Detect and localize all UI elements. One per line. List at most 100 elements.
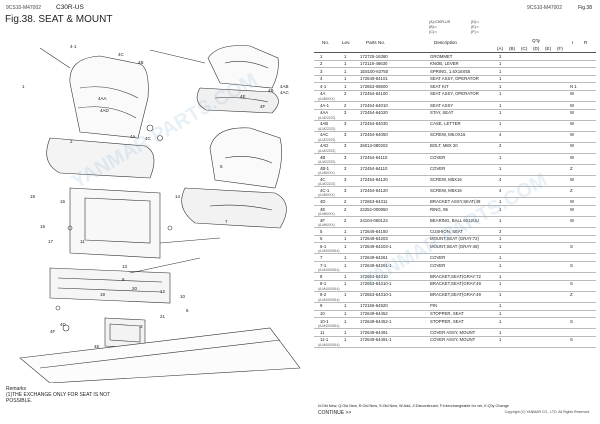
serial-note: (A-M6XXX): [318, 96, 335, 101]
cell-no: 4C-1: [320, 187, 330, 193]
cell-i: S: [570, 281, 573, 287]
mount-frame: [69, 187, 161, 259]
callout-label: 15: [40, 224, 46, 229]
serial-note: (A-M22222): [318, 126, 336, 131]
cell-no: 2: [320, 61, 323, 67]
cell-no: 5: [320, 228, 323, 234]
col-qe: (E): [545, 46, 552, 51]
cell-desc: COVER ASSY, MOUNT: [430, 337, 476, 343]
cell-qty: 1: [499, 91, 502, 97]
cell-qty: 1: [499, 281, 502, 287]
cell-lev: 3: [344, 165, 347, 171]
cell-desc: MOUNT,SEAT (GRAY:48): [430, 243, 479, 249]
callout-label: 2: [70, 139, 73, 144]
cell-part: 172454-64120: [360, 176, 388, 182]
callout-label: 14: [175, 194, 181, 199]
cell-desc: MOUNT,SEAT (GRAY:72): [430, 236, 479, 242]
callout-label: 21: [160, 314, 166, 319]
cell-lev: 1: [344, 68, 347, 74]
cell-desc: SCREW, M6.0X16: [430, 132, 466, 138]
cell-part: 172454-64030: [360, 121, 388, 127]
cell-part: 172454-64050: [360, 132, 388, 138]
cell-desc: SCREW, M5X16: [430, 176, 462, 182]
serial-note: (A-M4X00514): [318, 324, 340, 329]
callout-label: 4AC: [280, 90, 290, 95]
cell-qty: 1: [499, 262, 502, 268]
cell-lev: 3: [344, 132, 347, 138]
seat-right-back: [209, 127, 282, 189]
callout-label: 10: [180, 294, 186, 299]
cell-part: 172454-64110: [360, 165, 388, 171]
cell-part: 172649-64101: [360, 76, 388, 82]
callout-label: 4AD: [100, 108, 110, 113]
cell-no: 6: [320, 236, 323, 242]
cell-lev: 3: [344, 154, 347, 160]
legend-col-2: (D):= (E):= (F):=: [471, 20, 479, 35]
cell-part: 172156-64920: [360, 303, 388, 309]
cell-i: S: [570, 243, 573, 249]
cell-part: 24104-060124: [360, 217, 388, 223]
cell-desc: COVER ASSY, MOUNT: [430, 329, 476, 335]
cell-i: S: [570, 262, 573, 268]
cell-desc: SCREW, M5X16: [430, 187, 462, 193]
cell-i: W: [570, 102, 575, 108]
cell-lev: 3: [344, 176, 347, 182]
cell-desc: STOPPER, SEAT: [430, 318, 464, 324]
callout-label: 19: [100, 292, 106, 297]
cell-qty: 1: [499, 217, 502, 223]
cell-i: W: [570, 198, 575, 204]
cell-lev: 1: [344, 61, 347, 67]
table-header: No. Lev. Parts No. Description Q'ty I R …: [314, 38, 596, 53]
seat-kit-cushion: [196, 87, 279, 114]
serial-note: (A-M6XXX): [318, 171, 335, 176]
serial-note: (A-M22222): [318, 137, 336, 142]
cell-part: 172464-64010: [360, 102, 388, 108]
doc-code: 9CS10-M47002: [6, 5, 42, 11]
cell-lev: 1: [344, 254, 347, 260]
cell-i: W: [570, 176, 575, 182]
cell-no: 10: [320, 311, 325, 317]
cell-desc: BEARING, BALL 6012UU: [430, 217, 480, 223]
cell-part: 172649-64203-1: [360, 243, 392, 249]
legend-item: (C):=: [429, 30, 438, 34]
cell-qty: 1: [499, 76, 502, 82]
callout-label: 18: [30, 194, 36, 199]
continue-link[interactable]: CONTINUE >>: [318, 410, 352, 416]
cell-qty: 1: [499, 198, 502, 204]
seat-cushion: [46, 137, 155, 179]
callout-label: 13: [122, 264, 128, 269]
